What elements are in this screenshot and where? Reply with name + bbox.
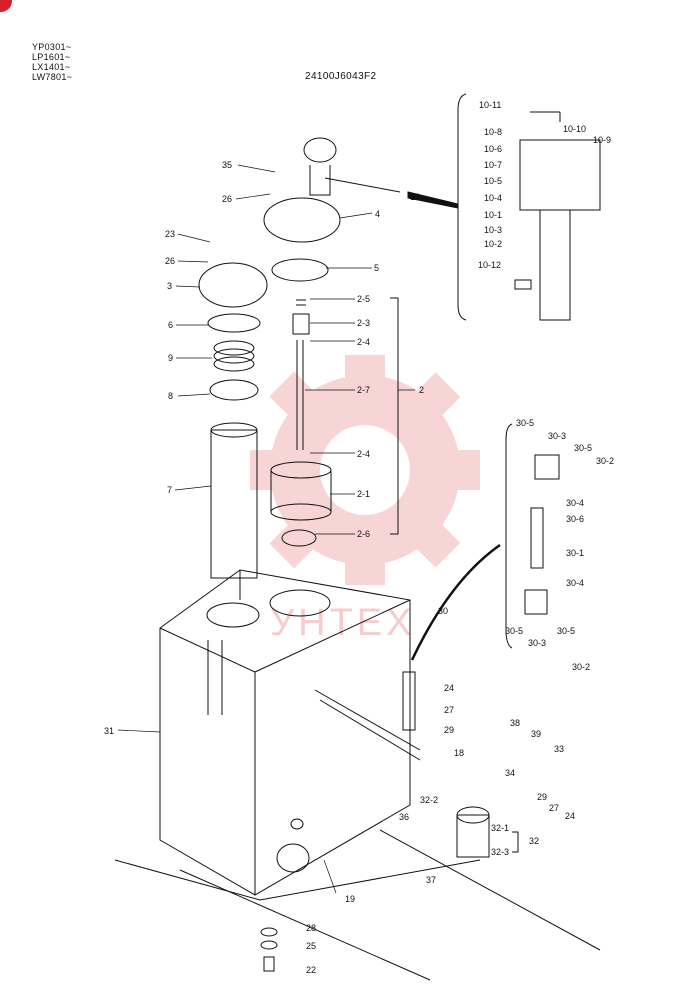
callout-label: 36	[399, 812, 409, 822]
callout-label: 2-4	[357, 337, 370, 347]
serial-range-1: YP0301~	[32, 42, 72, 52]
callout-label: 10-8	[484, 127, 502, 137]
callout-label: 10-6	[484, 144, 502, 154]
callout-label: 32-1	[491, 823, 509, 833]
callout-label: 10-9	[593, 135, 611, 145]
callout-label: 30-4	[566, 578, 584, 588]
callout-label: 10-10	[563, 124, 586, 134]
callout-label: 34	[505, 768, 515, 778]
callout-label: 10-1	[484, 210, 502, 220]
callout-label: 26	[165, 256, 175, 266]
callout-label: 31	[104, 726, 114, 736]
callout-label: 10-5	[484, 176, 502, 186]
line-art	[114, 93, 601, 981]
callout-label: 10-3	[484, 225, 502, 235]
callout-label: 26	[222, 194, 232, 204]
callout-label: 4	[375, 209, 380, 219]
callout-label: 19	[345, 894, 355, 904]
serial-range-2: LP1601~	[32, 52, 71, 62]
callout-label: 3	[167, 281, 172, 291]
callout-label: 30-6	[566, 514, 584, 524]
document-id: 24100J6043F2	[305, 71, 377, 82]
callout-label: 30-1	[566, 548, 584, 558]
callout-label: 2	[419, 385, 424, 395]
callout-label: 10-12	[478, 260, 501, 270]
callout-label: 35	[222, 160, 232, 170]
callout-label: 10-11	[479, 100, 501, 110]
callout-label: 2-5	[357, 294, 370, 304]
inset-30-labels: 30-5 30-3 30-5 30-2 30-4 30-6 30-1 30-4 30-5 30-3…	[505, 418, 614, 672]
callout-label: 38	[510, 718, 520, 728]
callout-label: 30-4	[566, 498, 584, 508]
callout-label: 9	[168, 353, 173, 363]
callout-label: 25	[306, 941, 316, 951]
callout-label: 30	[438, 606, 448, 616]
callout-label: 24	[565, 811, 575, 821]
callout-label: 2-3	[357, 318, 370, 328]
callout-label: 30-5	[516, 418, 534, 428]
callout-label: 37	[426, 875, 436, 885]
callout-label: 8	[168, 391, 173, 401]
callout-label: 32-3	[491, 847, 509, 857]
callout-label: 30-5	[574, 443, 592, 453]
callout-label: 32-2	[420, 795, 438, 805]
inset-10-labels: 10-11 10-10 10-9 10-8 10-6 10-7 10-5 10-4 10-1 10…	[478, 100, 611, 270]
callout-label: 6	[168, 320, 173, 330]
serial-range-4: LW7801~	[32, 72, 73, 82]
callout-label: 10-2	[484, 239, 502, 249]
callout-label: 2-7	[357, 385, 370, 395]
callout-label: 7	[167, 485, 172, 495]
callout-label: 39	[531, 729, 541, 739]
callout-label: 30-2	[572, 662, 590, 672]
callout-label: 10	[410, 192, 420, 202]
callout-label: 30-3	[528, 638, 546, 648]
callout-label: 32	[529, 836, 539, 846]
callout-label: 24	[444, 683, 454, 693]
callout-label: 30-5	[557, 626, 575, 636]
watermark-text: УНТЕХ	[270, 602, 416, 644]
leader-lines	[117, 164, 415, 894]
callout-label: 29	[537, 792, 547, 802]
callout-label: 10-7	[484, 160, 502, 170]
callout-label: 30-5	[505, 626, 523, 636]
callout-label: 29	[444, 725, 454, 735]
watermark-gear	[250, 355, 480, 585]
callout-label: 28	[306, 923, 316, 933]
callout-label: 2-1	[357, 489, 370, 499]
callout-label: 33	[554, 744, 564, 754]
callout-label: 27	[444, 705, 454, 715]
callout-label: 2-6	[357, 529, 370, 539]
serial-range-3: LX1401~	[32, 62, 71, 72]
callout-label: 23	[165, 229, 175, 239]
callout-label: 10-4	[484, 193, 502, 203]
callout-label: 27	[549, 803, 559, 813]
callout-label: 5	[374, 263, 379, 273]
callout-label: 22	[306, 965, 316, 975]
callout-label: 18	[454, 748, 464, 758]
callout-label: 30-2	[596, 456, 614, 466]
callout-label: 2-4	[357, 449, 370, 459]
callout-label: 30-3	[548, 431, 566, 441]
